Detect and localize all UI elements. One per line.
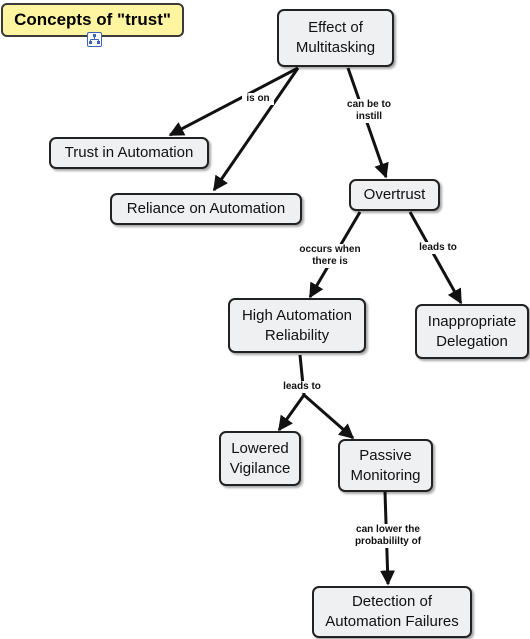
link-label-leads-to-vigilance: leads to (277, 381, 327, 393)
edge-overtrust-delegation (408, 211, 463, 305)
node-multitasking[interactable]: Effect of Multitasking (277, 9, 394, 67)
node-overtrust[interactable]: Overtrust (349, 179, 440, 211)
edge-lowered-arrow (277, 394, 306, 432)
node-inappropriate-delegation[interactable]: Inappropriate Delegation (415, 304, 529, 359)
link-label-occurs-when: occurs when there is (290, 244, 370, 268)
node-trust-in-automation[interactable]: Trust in Automation (49, 137, 209, 169)
link-label-is-on: is on (242, 93, 274, 105)
edge-reliability-passive (303, 393, 355, 440)
node-high-automation-reliability[interactable]: High Automation Reliability (228, 298, 366, 353)
node-lowered-vigilance[interactable]: Lowered Vigilance (219, 431, 301, 486)
node-passive-monitoring[interactable]: Passive Monitoring (338, 439, 433, 492)
edge-multitasking-reliance (212, 67, 300, 192)
link-label-can-be-to-instill: can be to instill (336, 99, 402, 123)
concept-map-icon[interactable] (87, 32, 102, 47)
link-label-can-lower: can lower the probabililty of (343, 524, 433, 548)
link-label-leads-to-delegation: leads to (413, 242, 463, 254)
node-detection-of-automation-failures[interactable]: Detection of Automation Failures (312, 586, 472, 638)
concept-map-glyph (89, 34, 100, 44)
node-reliance-on-automation[interactable]: Reliance on Automation (110, 193, 302, 225)
edge-multitasking-trust (168, 66, 299, 137)
